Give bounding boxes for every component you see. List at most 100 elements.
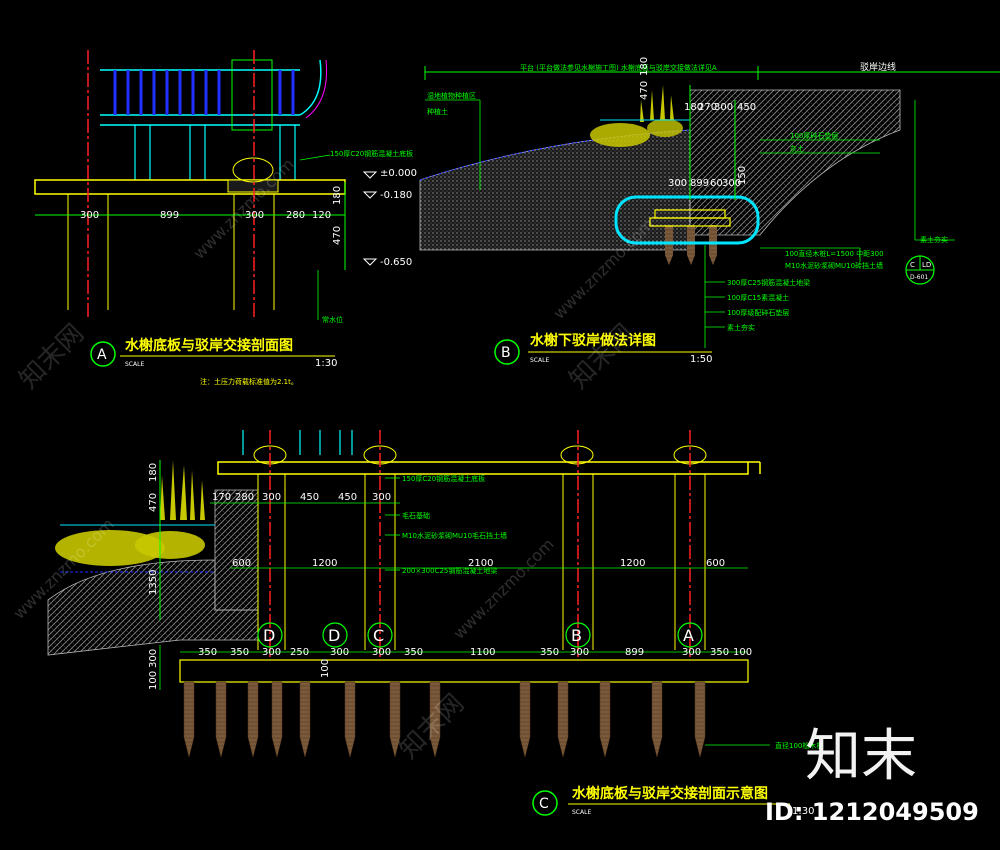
vdim-c-bot-1: 100 bbox=[148, 671, 159, 690]
dim-b-mid-4: 300 bbox=[722, 178, 741, 189]
callout-b-bottom-2: 300厚C25钢筋混凝土地梁 bbox=[727, 278, 810, 287]
vdim-c-bot-2: 300 bbox=[148, 649, 159, 668]
ref-b-mid: LD bbox=[922, 261, 931, 269]
detail-b-callouts-bottom: 100直径木桩L=1500 中距300 M10水泥砂浆砌MU10砖挡土墙 300… bbox=[704, 245, 884, 348]
detail-c-title: 水榭底板与驳岸交接剖面示意图 bbox=[572, 785, 768, 802]
callout-a-bottom: 常水位 bbox=[322, 315, 343, 324]
dim-c-mid-3: 2100 bbox=[468, 558, 493, 569]
level-a-2: -0.180 bbox=[380, 190, 412, 201]
callout-b-right-3: 素土夯实 bbox=[920, 235, 948, 244]
dim-c-bot-10: 300 bbox=[570, 647, 589, 658]
callout-c-5: 直径100松木桩 bbox=[775, 741, 823, 750]
watermark-site-1: www.znzmo.com bbox=[189, 155, 297, 263]
callout-b-left-2: 种植土 bbox=[427, 107, 448, 116]
detail-b-highlight bbox=[614, 195, 760, 245]
detail-b-scale-label: SCALE bbox=[530, 357, 549, 364]
vdim-b-2: 180 bbox=[639, 57, 650, 76]
ref-b-top: C bbox=[910, 261, 915, 269]
watermark-logo: 知末 bbox=[805, 724, 917, 789]
dim-a-5: 120 bbox=[312, 210, 331, 221]
detail-b-piles bbox=[665, 225, 717, 265]
callout-b-bottom-5: 素土夯实 bbox=[727, 323, 755, 332]
detail-c-dims-mid: 600 1200 2100 1200 600 bbox=[232, 558, 725, 569]
vdim-c-1: 180 bbox=[148, 463, 159, 482]
detail-b-dims-mid: 300 899 60 300 bbox=[668, 178, 741, 189]
dim-c-bot-7: 350 bbox=[404, 647, 423, 658]
callout-b-bottom-0: 100直径木桩L=1500 中距300 bbox=[785, 249, 884, 258]
detail-c-grade-beam bbox=[179, 659, 749, 683]
detail-c-section: 170 280 300 450 450 300 180 470 1350 150… bbox=[47, 430, 823, 817]
callout-c-1: 150厚C20钢筋混凝土底板 bbox=[402, 474, 485, 483]
detail-c-callouts: 150厚C20钢筋混凝土底板 毛石基础 M10水泥砂浆砌MU10毛石挡土墙 20… bbox=[385, 474, 823, 750]
detail-c-title-block: C 水榭底板与驳岸交接剖面示意图 SCALE 1:30 bbox=[532, 785, 814, 817]
detail-b-scale: 1:50 bbox=[690, 354, 712, 365]
detail-c-dims-bottom: 350 350 300 250 300 300 350 1100 350 300… bbox=[198, 647, 752, 658]
detail-b-title: 水榭下驳岸做法详图 bbox=[530, 332, 656, 349]
dim-c-bot-2: 350 bbox=[230, 647, 249, 658]
axis-c-2: D bbox=[328, 626, 340, 645]
detail-c-plants bbox=[55, 460, 205, 566]
dim-b-mid-1: 300 bbox=[668, 178, 687, 189]
watermark-cn-1: 知末网 bbox=[14, 319, 90, 395]
dim-a-1: 300 bbox=[80, 210, 99, 221]
dim-b-top-1: 180 bbox=[684, 102, 703, 113]
dim-c-bot-3: 300 bbox=[262, 647, 281, 658]
detail-b-section: 平台 (平台做法参见水榭施工图) 水榭底板与驳岸交接做法详见A 驳岸边线 bbox=[419, 57, 1000, 365]
detail-b-dims-top: 180 270 300 450 bbox=[684, 102, 756, 113]
dim-c-mid-1: 600 bbox=[232, 558, 251, 569]
vdim-b-1: 470 bbox=[639, 81, 650, 100]
detail-a-note: 注：土压力荷载标准值为2.1t。 bbox=[200, 377, 298, 386]
axis-c-4: B bbox=[571, 626, 582, 645]
dim-c-top-3: 300 bbox=[262, 492, 281, 503]
detail-c-slab bbox=[217, 461, 749, 475]
dim-c-top-1: 170 bbox=[212, 492, 231, 503]
callout-b-bottom-4: 100厚级配碎石垫层 bbox=[727, 308, 789, 317]
dim-b-top-3: 300 bbox=[714, 102, 733, 113]
dim-b-top-2: 270 bbox=[698, 102, 717, 113]
dim-c-bot-9: 350 bbox=[540, 647, 559, 658]
level-a-3: -0.650 bbox=[380, 257, 412, 268]
axis-c-1: D bbox=[263, 626, 275, 645]
dim-b-top-4: 450 bbox=[737, 102, 756, 113]
detail-a-section: 300 899 300 280 120 ±0.000 -0.180 -0.650… bbox=[34, 50, 417, 386]
callout-b-left-1: 湿地植物种植区 bbox=[427, 91, 476, 100]
dim-c-top-6: 300 bbox=[372, 492, 391, 503]
dim-c-bot-4: 250 bbox=[290, 647, 309, 658]
callout-a-top: 150厚C20钢筋混凝土底板 bbox=[330, 149, 413, 158]
detail-b-ref-circle: C LD D-601 bbox=[905, 255, 935, 285]
dim-c-mid-4: 1200 bbox=[620, 558, 645, 569]
detail-a-title: 水榭底板与驳岸交接剖面图 bbox=[125, 337, 293, 354]
detail-c-marker: C bbox=[539, 796, 549, 812]
detail-a-title-block: A 水榭底板与驳岸交接剖面图 SCALE 1:30 注：土压力荷载标准值为2.1… bbox=[90, 337, 337, 386]
dim-c-bot-8: 1100 bbox=[470, 647, 495, 658]
detail-a-marker: A bbox=[97, 347, 107, 363]
ref-b-bot: D-601 bbox=[910, 274, 928, 281]
detail-a-scale-label: SCALE bbox=[125, 361, 144, 368]
dim-c-mid-2: 1200 bbox=[312, 558, 337, 569]
detail-b-top-right-label: 驳岸边线 bbox=[860, 61, 896, 73]
callout-c-2: 毛石基础 bbox=[402, 511, 430, 520]
callout-b-right-2: 灰土 bbox=[790, 144, 804, 153]
detail-a-railing bbox=[100, 59, 328, 180]
dim-a-2: 899 bbox=[160, 210, 179, 221]
axis-c-5: A bbox=[683, 626, 694, 645]
detail-a-levels: ±0.000 -0.180 -0.650 180 470 150厚C20钢筋混凝… bbox=[299, 149, 417, 324]
detail-b-marker: B bbox=[501, 345, 511, 361]
dim-c-bot-13: 350 bbox=[710, 647, 729, 658]
watermark-cn-2: 知末网 bbox=[564, 319, 640, 395]
callout-b-right-1: 100厚碎石垫层 bbox=[790, 131, 838, 140]
detail-c-dims-top: 170 280 300 450 450 300 bbox=[212, 492, 391, 503]
dim-a-3: 300 bbox=[245, 210, 264, 221]
dim-b-mid-3: 60 bbox=[710, 178, 723, 189]
detail-a-scale: 1:30 bbox=[315, 358, 337, 369]
dim-c-top-4: 450 bbox=[300, 492, 319, 503]
watermark-id: ID: 1212049509 bbox=[765, 798, 979, 826]
detail-c-axis-labels: D D C B A bbox=[257, 622, 703, 648]
callout-b-bottom-3: 100厚C15素混凝土 bbox=[727, 293, 789, 302]
dim-b-mid-2: 899 bbox=[690, 178, 709, 189]
callout-c-3: M10水泥砂浆砌MU10毛石挡土墙 bbox=[402, 531, 507, 540]
dim-c-bot-14: 100 bbox=[733, 647, 752, 658]
detail-c-piles bbox=[183, 681, 706, 758]
callout-c-4: 200×300C25钢筋混凝土地梁 bbox=[402, 566, 497, 575]
